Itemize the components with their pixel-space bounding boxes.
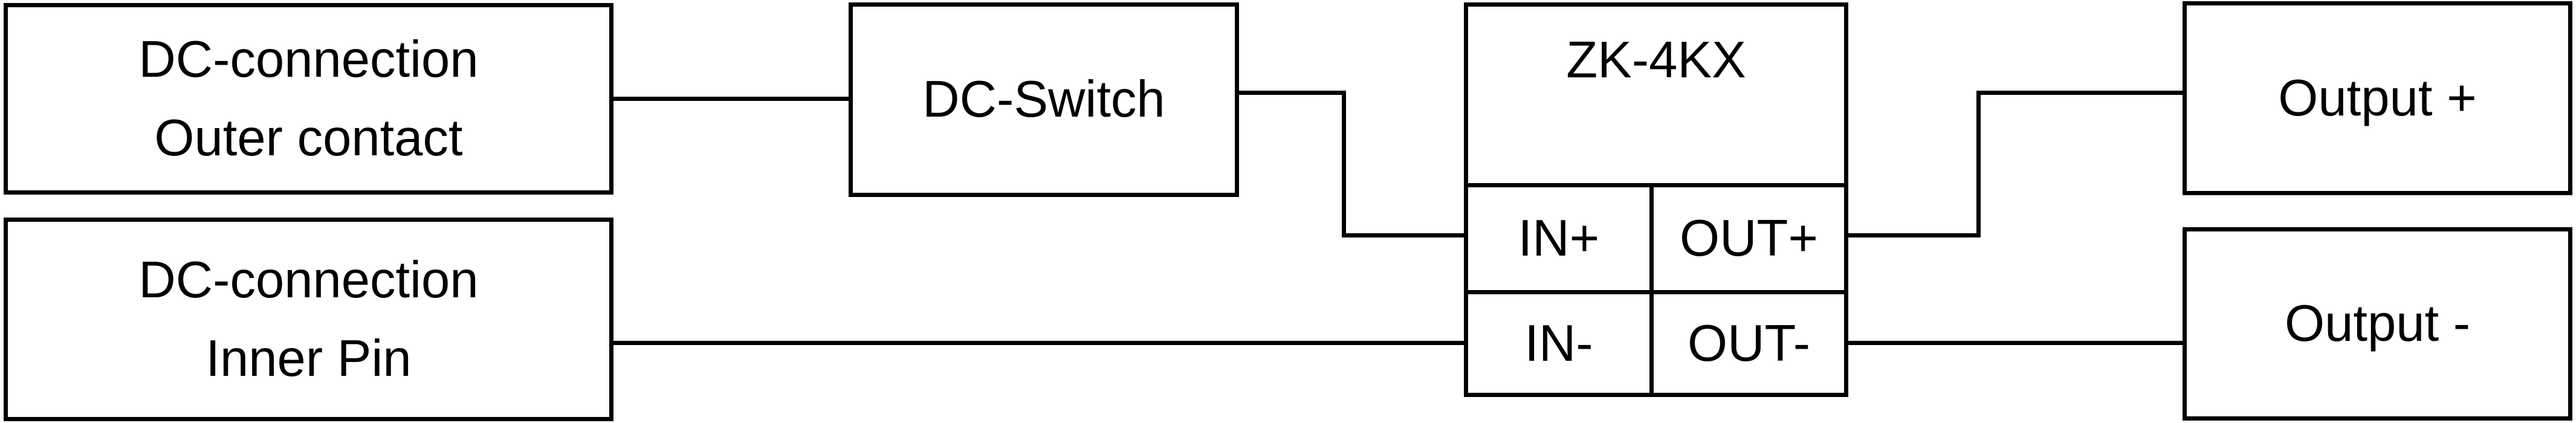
- wire-into-in-plus: [1342, 233, 1464, 237]
- node-dc-connection-outer-contact: DC-connection Outer contact: [4, 3, 613, 195]
- node-label: DC-connection Outer contact: [138, 21, 478, 178]
- node-label-line1: DC-connection: [138, 251, 479, 309]
- node-label: DC-Switch: [922, 71, 1165, 128]
- node-output-plus: Output +: [2183, 1, 2572, 195]
- wire-out-minus-to-output-minus: [1848, 341, 2183, 345]
- zk-terminal-out-minus: OUT-: [1687, 314, 1811, 372]
- zk-terminal-in-plus: IN+: [1468, 187, 1654, 290]
- node-label: Output -: [2284, 295, 2471, 352]
- zk-terminal-row-positive: IN+ OUT+: [1468, 183, 1844, 290]
- wire-out-plus-horizontal: [1848, 233, 1981, 237]
- node-output-minus: Output -: [2183, 227, 2572, 421]
- wire-into-output-plus: [1976, 91, 2183, 95]
- wire-inner-pin-to-in-minus: [613, 341, 1464, 345]
- node-label: DC-connection Inner Pin: [138, 241, 478, 398]
- node-label-line1: DC-connection: [138, 30, 479, 88]
- wire-out-plus-up-vertical: [1976, 91, 1981, 237]
- wire-dc-switch-down-vertical: [1342, 91, 1346, 237]
- zk-terminal-in-minus: IN-: [1468, 294, 1654, 393]
- node-dc-switch: DC-Switch: [849, 2, 1239, 197]
- wire-dc-switch-out-horizontal: [1239, 91, 1346, 95]
- node-label: Output +: [2278, 69, 2477, 127]
- zk-terminal-out-plus: OUT+: [1679, 210, 1819, 267]
- zk-title: ZK-4KX: [1566, 31, 1746, 89]
- node-dc-connection-inner-pin: DC-connection Inner Pin: [4, 218, 613, 421]
- node-zk-4kx: ZK-4KX IN+ OUT+ IN- OUT-: [1464, 2, 1848, 397]
- wire-outer-contact-to-dc-switch: [613, 97, 849, 101]
- node-label-line2: Inner Pin: [205, 329, 412, 387]
- zk-terminal-row-negative: IN- OUT-: [1468, 290, 1844, 393]
- zk-title-area: ZK-4KX: [1468, 7, 1844, 183]
- node-label-line2: Outer contact: [154, 109, 463, 167]
